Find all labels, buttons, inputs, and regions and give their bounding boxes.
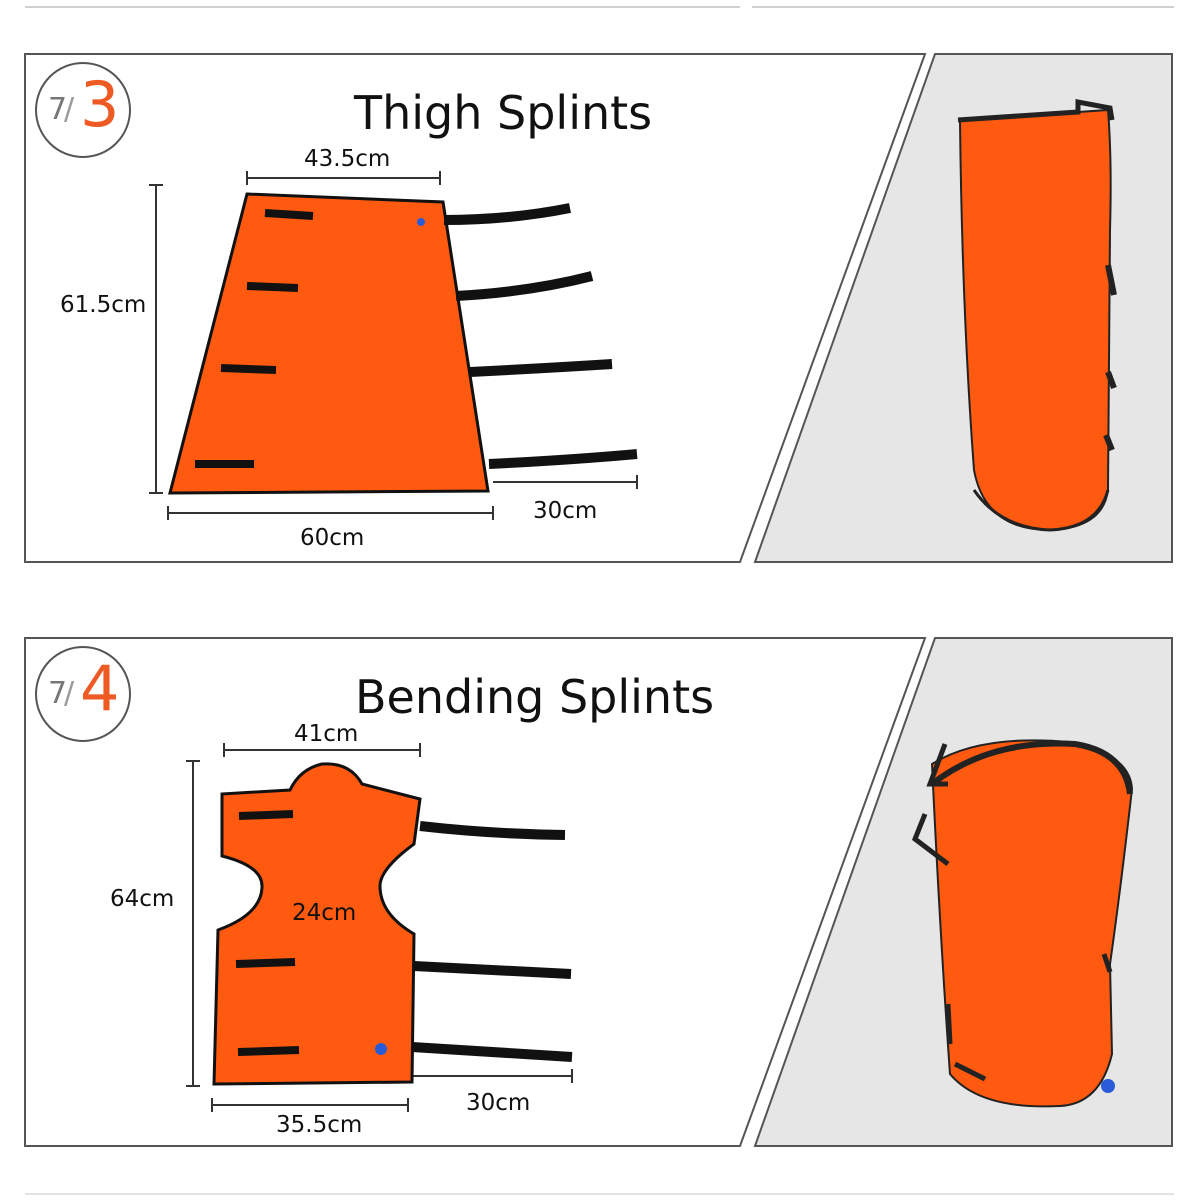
dim-bottom-width: 35.5cm: [276, 1112, 363, 1138]
top-divider-right: [752, 6, 1174, 8]
panel-title: Thigh Splints: [354, 86, 653, 140]
dim-top-width: 43.5cm: [304, 146, 391, 172]
diagram-frame: [24, 637, 927, 1147]
dim-waist-width: 24cm: [292, 900, 357, 926]
badge-number: 4: [80, 652, 120, 725]
dimension-lines: [149, 171, 638, 520]
thigh-splints-panel: 7 / 3 Thigh Splints 43.5cm 61.5cm 60cm 3…: [0, 50, 1200, 566]
bending-splint-rolled-photo: [911, 739, 1134, 1108]
bottom-divider: [25, 1193, 1174, 1195]
panel-frame: [24, 637, 1173, 1147]
straps: [411, 821, 573, 1062]
valve-icon: [417, 218, 425, 226]
dim-strap-length: 30cm: [466, 1090, 531, 1116]
valve-icon: [375, 1043, 387, 1055]
panel-title: Bending Splints: [355, 670, 715, 724]
bending-splints-panel: 7 / 4 Bending Splints 41cm 64cm 24cm 35.…: [0, 634, 1200, 1150]
diagram-frame: [24, 53, 927, 563]
top-divider-left: [25, 6, 740, 8]
velcro-patches: [235, 810, 300, 1056]
dim-height: 61.5cm: [60, 292, 147, 318]
bending-splint-flat: [212, 762, 422, 1086]
panel-frame: [24, 53, 1173, 563]
dim-height: 64cm: [110, 886, 175, 912]
dim-bottom-width: 60cm: [300, 525, 365, 551]
badge-prefix: 7: [48, 92, 67, 127]
badge-slash: /: [64, 676, 75, 711]
thigh-splint-flat: [168, 192, 490, 495]
badge-prefix: 7: [48, 676, 67, 711]
badge-slash: /: [64, 92, 75, 127]
straps: [443, 203, 638, 469]
thigh-splint-rolled-photo: [957, 98, 1117, 532]
badge-number: 3: [80, 68, 120, 141]
step-badge: 7 / 4: [35, 646, 131, 742]
dim-top-width: 41cm: [294, 721, 359, 747]
step-badge: 7 / 3: [35, 62, 131, 158]
dim-strap-length: 30cm: [533, 498, 598, 524]
velcro-patches: [195, 209, 314, 468]
